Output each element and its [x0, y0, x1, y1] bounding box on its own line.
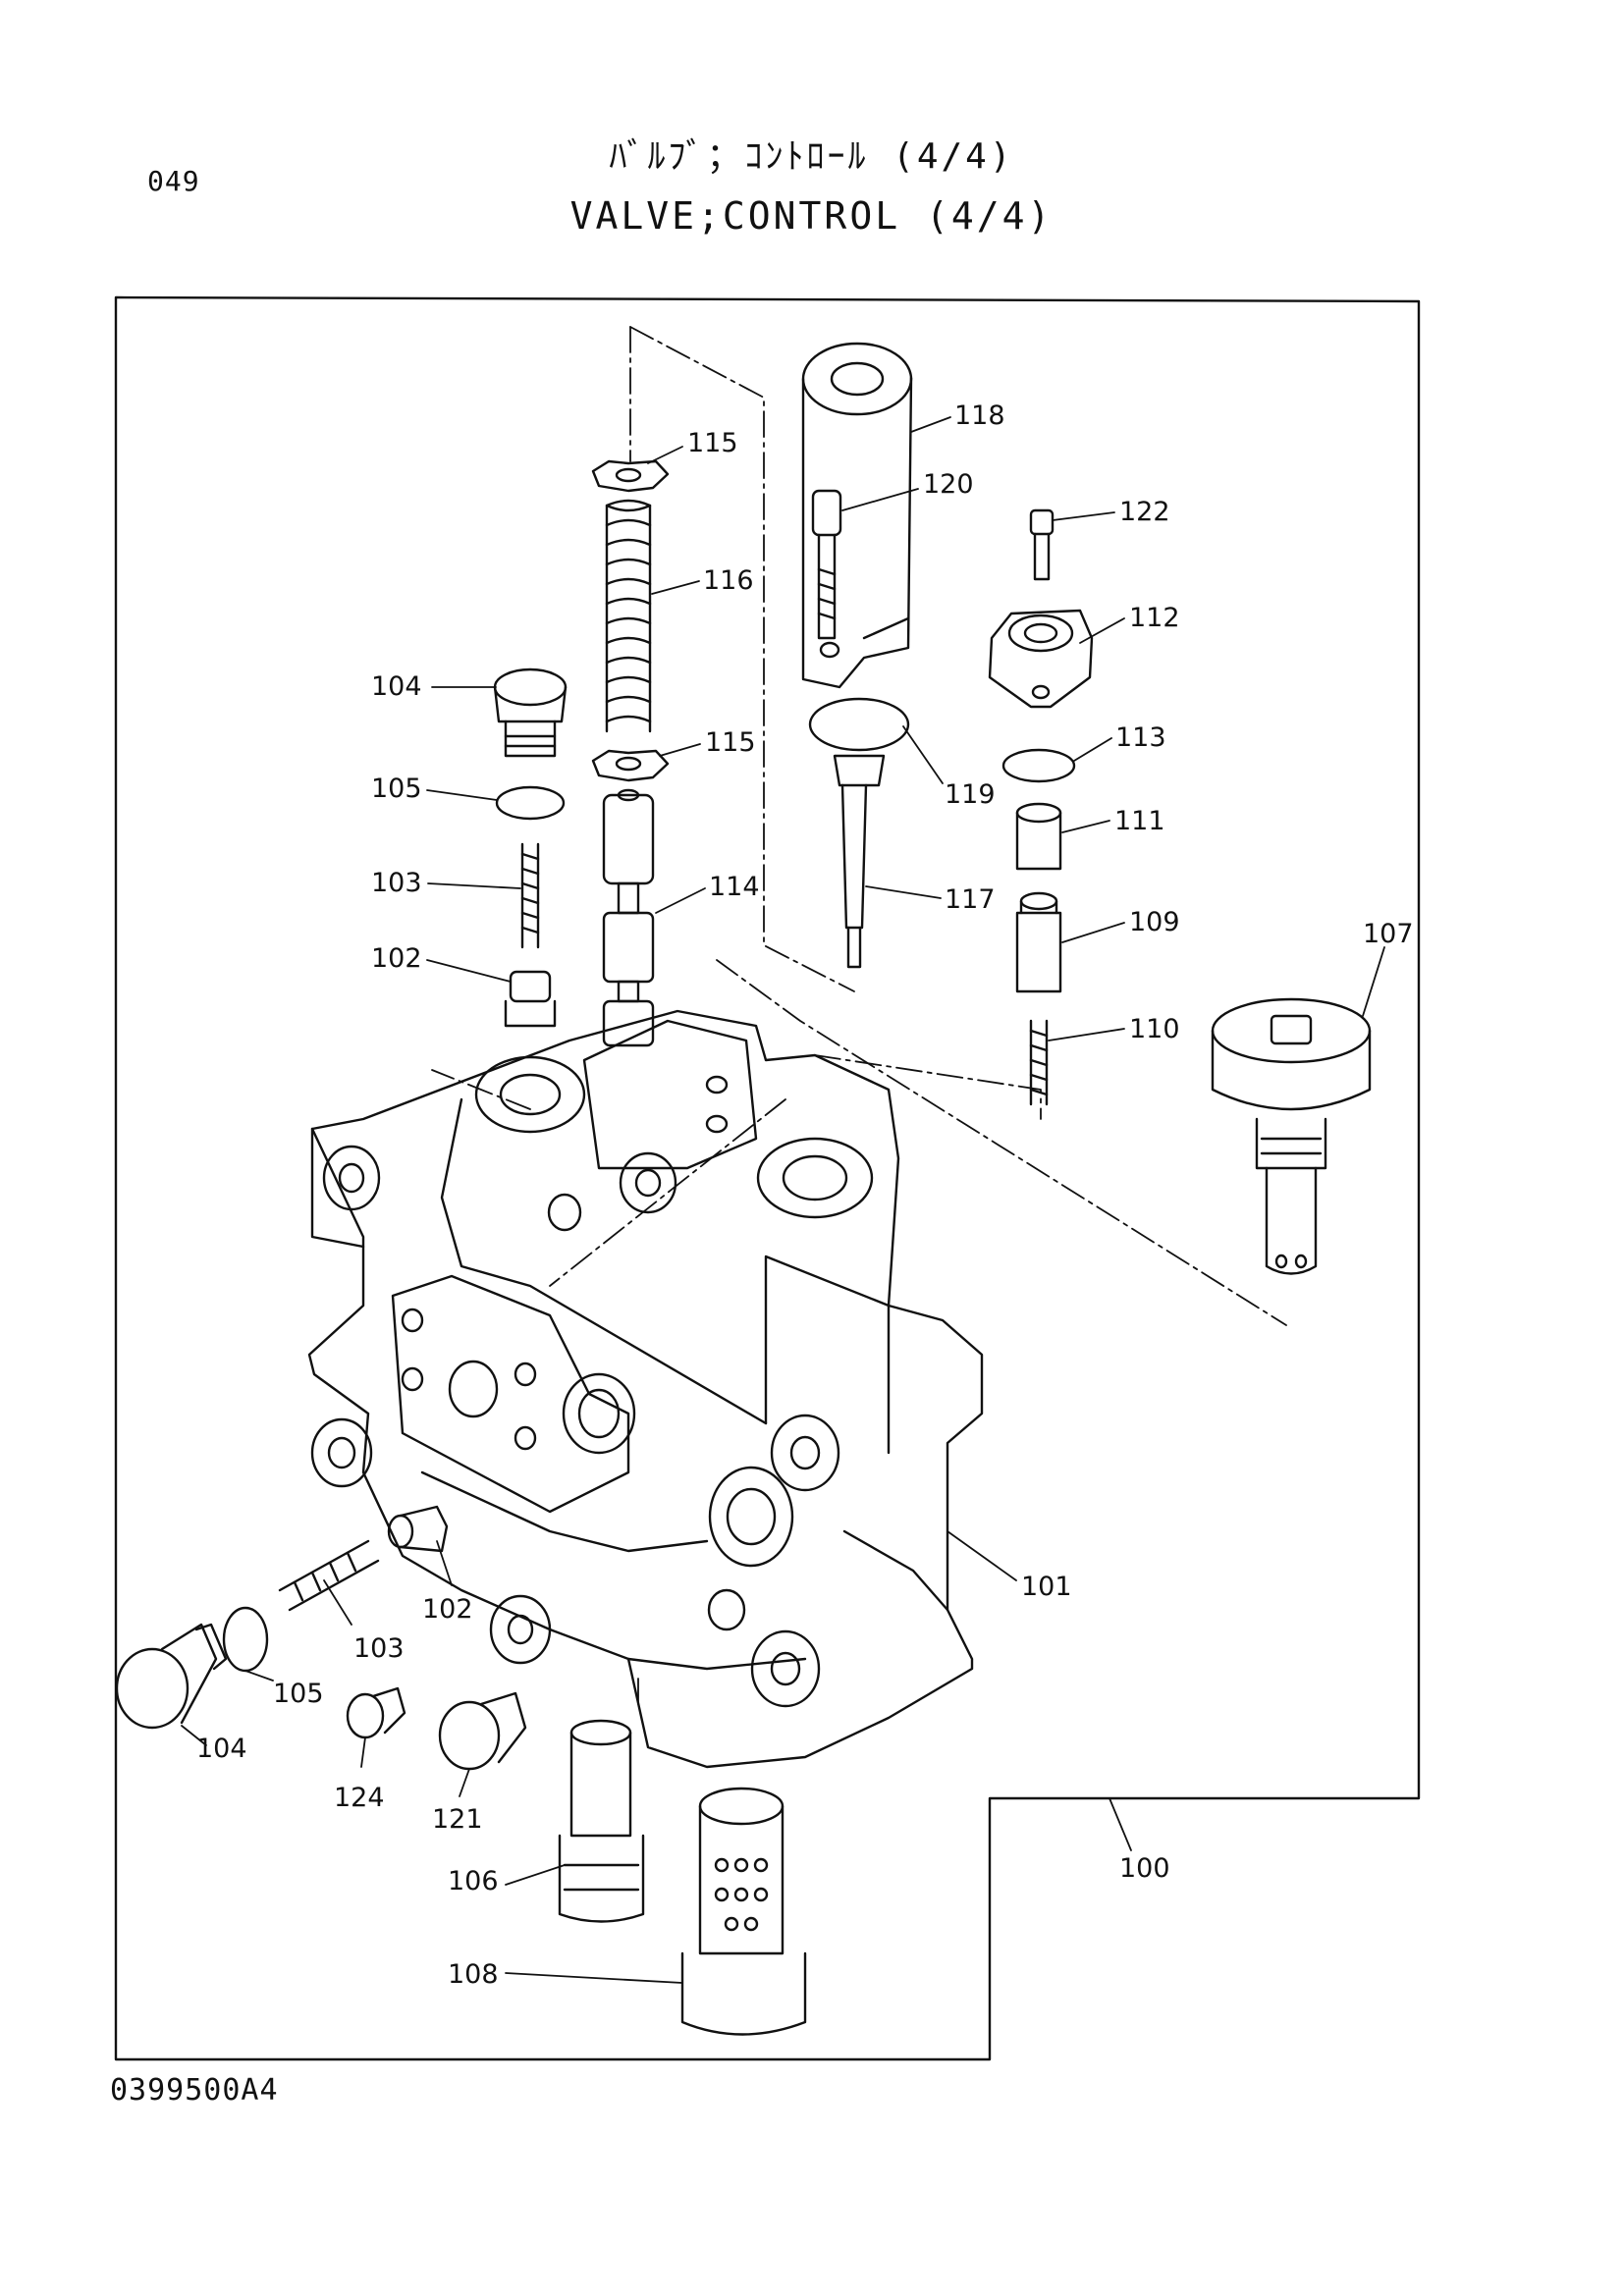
part-120-screw: [811, 489, 842, 640]
part-103-lower-spring: [278, 1539, 380, 1612]
label-105-lower: 105: [273, 1679, 324, 1709]
label-118: 118: [954, 400, 1005, 431]
part-122-screw: [1029, 508, 1055, 581]
label-119: 119: [945, 779, 996, 810]
title-japanese: ﾊﾞﾙﾌﾞ；ｺﾝﾄﾛｰﾙ (4/4): [609, 136, 1014, 177]
part-102-upper-poppet: [504, 970, 557, 1028]
part-111-sleeve: [1015, 802, 1062, 871]
part-108-cartridge: [680, 1787, 807, 2036]
part-109-piston: [1015, 891, 1062, 993]
part-107-relief-valve: [1211, 997, 1372, 1275]
label-115-upper: 115: [687, 428, 738, 458]
part-121-plug: [438, 1691, 527, 1771]
part-116-spring: [605, 499, 652, 733]
label-117: 117: [945, 884, 996, 915]
label-124: 124: [334, 1783, 385, 1813]
part-114-spool: [602, 788, 655, 1047]
part-labels: 115 118 120 122 116 112 104 115 113 105 …: [196, 400, 1414, 1990]
label-103-lower: 103: [353, 1633, 405, 1664]
part-124-plug: [346, 1686, 406, 1739]
label-108: 108: [448, 1959, 499, 1990]
label-104-lower: 104: [196, 1734, 247, 1764]
label-115-lower: 115: [705, 727, 756, 758]
label-112: 112: [1129, 603, 1180, 633]
part-112-flange: [988, 609, 1094, 709]
label-113: 113: [1115, 722, 1166, 753]
label-102-upper: 102: [371, 943, 422, 974]
label-102-lower: 102: [422, 1594, 473, 1625]
label-100: 100: [1119, 1853, 1170, 1884]
label-101: 101: [1021, 1572, 1072, 1602]
part-103-upper-spring: [520, 842, 540, 949]
part-104-lower-plug: [115, 1623, 228, 1730]
title-english: VALVE;CONTROL (4/4): [569, 194, 1054, 238]
assembly-boundary: [114, 295, 1421, 2061]
label-109: 109: [1129, 907, 1180, 937]
part-118-block: [801, 342, 913, 689]
label-114: 114: [709, 872, 760, 902]
part-106-cartridge: [558, 1719, 645, 1923]
label-105-upper: 105: [371, 774, 422, 804]
part-110-spring: [1029, 1019, 1049, 1106]
label-107: 107: [1363, 919, 1414, 949]
label-103-upper: 103: [371, 868, 422, 898]
label-106: 106: [448, 1866, 499, 1896]
part-102-lower-poppet: [387, 1505, 449, 1553]
page-number: 049: [147, 165, 200, 197]
label-122: 122: [1119, 497, 1170, 527]
part-117-rod: [833, 754, 886, 969]
label-120: 120: [923, 469, 974, 500]
drawing-code: 0399500A4: [110, 2073, 279, 2108]
label-111: 111: [1114, 806, 1165, 836]
label-121: 121: [432, 1804, 483, 1835]
label-116: 116: [703, 565, 754, 596]
part-104-upper-plug: [493, 667, 568, 758]
valve-body: [307, 1009, 984, 1769]
label-110: 110: [1129, 1014, 1180, 1044]
label-104-upper: 104: [371, 671, 422, 702]
